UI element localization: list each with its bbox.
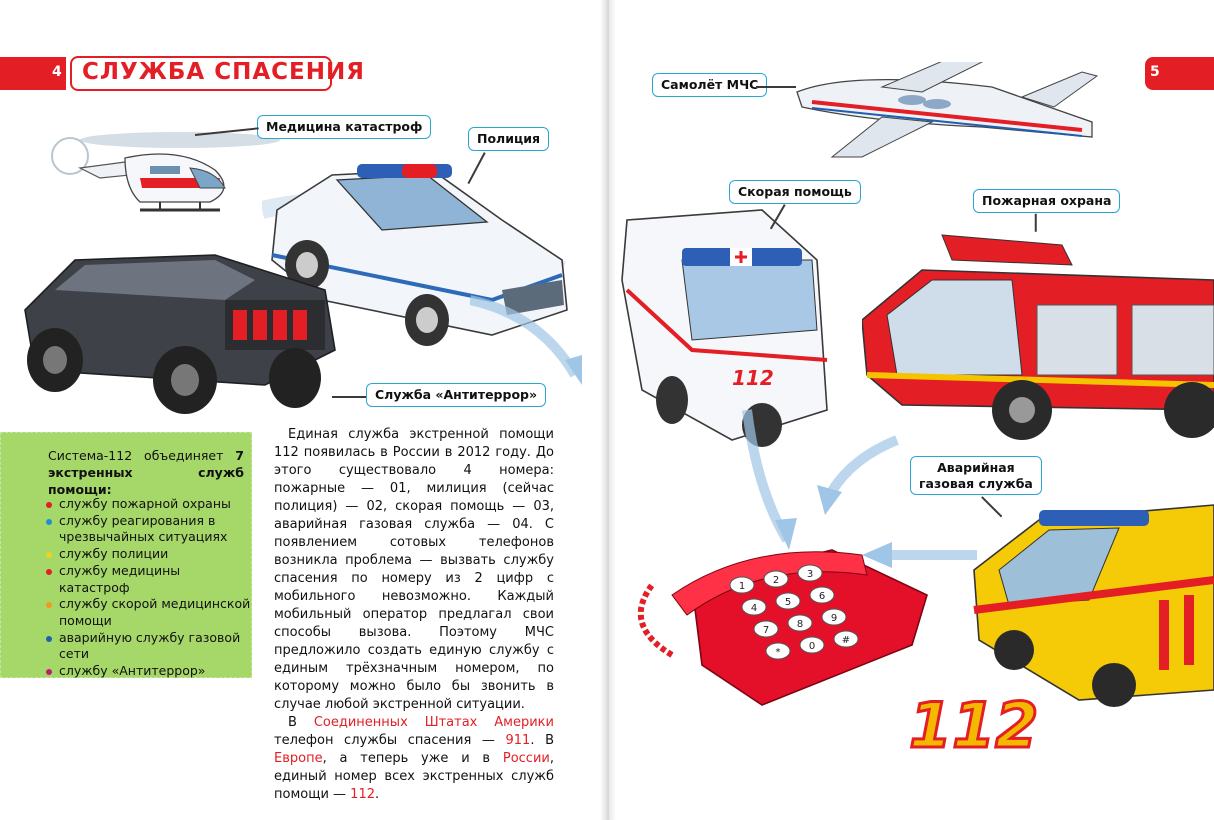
service-item-label: службу скорой медицинской помощи <box>59 596 251 628</box>
header-bar-right <box>1145 57 1214 90</box>
title-frame <box>70 56 332 91</box>
phone-key-label: 1 <box>739 581 745 592</box>
phone-key <box>799 636 825 654</box>
label-fire: Пожарная охрана <box>973 189 1121 213</box>
bullet-dot-icon <box>46 552 52 559</box>
header-bar-left <box>0 57 66 90</box>
phone-key <box>821 608 847 626</box>
left-page: 4 СЛУЖБА СПАСЕНИЯ <box>0 56 582 804</box>
right-page: 5 112 1 2 3 4 5 6 7 8 9 * 0 # <box>607 0 1214 820</box>
label-gas-line1: Аварийная <box>937 460 1015 475</box>
phone-key <box>775 592 801 610</box>
leader-line <box>756 86 796 88</box>
phone-key <box>833 630 859 648</box>
highlight-europe: Европе <box>274 751 323 766</box>
sidebar-intro-bold: 7 экстренных служб помощи: <box>48 448 244 497</box>
phone-key-label: 4 <box>751 603 757 614</box>
service-item-label: службу пожарной охраны <box>59 496 231 511</box>
phone-key-label: 3 <box>807 569 813 580</box>
page-number-left: 4 <box>52 64 62 80</box>
sidebar-intro: Система-112 объединяет 7 экстренных служ… <box>48 447 244 498</box>
phone-key-label: 6 <box>819 591 825 602</box>
service-item: службу «Антитеррор» <box>45 663 251 680</box>
armored-vehicle-illustration <box>24 254 336 414</box>
sidebar-intro-text: Система-112 объединяет <box>48 448 224 463</box>
text-span: телефон службы спасения — <box>274 733 506 748</box>
phone-key-label: 5 <box>785 597 791 608</box>
service-item: службу реагирования в чрезвычайных ситуа… <box>45 513 251 546</box>
label-ambulance: Скорая помощь <box>729 180 861 204</box>
ambulance-number: 112 <box>732 366 774 390</box>
police-car-illustration <box>262 164 568 346</box>
service-item: службу скорой медицинской помощи <box>45 596 251 629</box>
bullet-dot-icon <box>46 602 52 609</box>
bullet-dot-icon <box>46 518 52 525</box>
service-item: службу медицины катастроф <box>45 563 251 596</box>
label-antiterror: Служба «Антитеррор» <box>366 383 547 407</box>
big-112-text: 112 <box>909 689 1038 760</box>
label-aircraft: Самолёт МЧС <box>652 73 768 97</box>
phone-key <box>763 570 789 588</box>
service-item-label: службу полиции <box>59 546 169 562</box>
paragraph-2: В Соединенных Штатах Америки телефон слу… <box>274 714 554 804</box>
highlight-911: 911 <box>505 733 531 748</box>
phone-key-label: 7 <box>763 625 769 636</box>
text-span: . <box>375 787 380 802</box>
bullet-dot-icon <box>46 635 52 642</box>
phone-key-label: 8 <box>797 619 803 630</box>
helicopter-illustration <box>51 132 280 212</box>
page-title: СЛУЖБА СПАСЕНИЯ <box>82 59 365 85</box>
phone-key-label: * <box>776 647 781 658</box>
service-item: службу пожарной охраны <box>45 496 251 513</box>
main-text: Единая служба экстренной помощи 112 появ… <box>274 426 554 804</box>
paragraph-1: Единая служба экстренной помощи 112 появ… <box>274 427 554 712</box>
text-span: . В <box>530 733 554 748</box>
page-number-right: 5 <box>1150 64 1160 80</box>
label-medicine: Медицина катастроф <box>257 115 432 139</box>
label-gas-line2: газовая служба <box>919 475 1033 491</box>
service-item: службу полиции <box>45 546 251 563</box>
leader-line <box>332 396 366 398</box>
swoosh-arrows <box>742 409 899 550</box>
bullet-dot-icon <box>46 502 52 508</box>
label-police: Полиция <box>468 127 550 151</box>
text-span: , а теперь уже и в <box>322 751 503 766</box>
text-span: , единый номер всех экстренных служб пом… <box>274 751 554 802</box>
big-112-graphic: 112 <box>908 688 1040 761</box>
swoosh-arrow <box>862 542 977 568</box>
phone-keypad: 1 2 3 4 5 6 7 8 9 * 0 # <box>729 564 859 660</box>
swoosh-arrow <box>470 295 582 385</box>
service-item-label: службу реагирования в чрезвычайных ситуа… <box>59 512 228 545</box>
phone-key-label: 0 <box>809 641 815 652</box>
phone-key-label: 9 <box>831 613 837 624</box>
phone-key <box>765 642 791 660</box>
book-gutter <box>600 0 616 820</box>
phone-key <box>753 620 779 638</box>
service-item-label: аварийную службу газовой сети <box>59 629 241 662</box>
services-sidebar: Система-112 объединяет 7 экстренных служ… <box>0 432 252 678</box>
highlight-112: 112 <box>350 787 375 802</box>
phone-key-label: 2 <box>773 575 779 586</box>
service-item-label: службу медицины катастроф <box>59 562 181 595</box>
leader-line <box>1035 213 1037 232</box>
service-item-label: службу «Антитеррор» <box>59 663 206 679</box>
fire-truck-illustration <box>862 234 1214 440</box>
gas-van-illustration <box>973 504 1214 707</box>
phone-key <box>797 564 823 582</box>
highlight-russia: России <box>502 751 550 766</box>
bullet-dot-icon <box>46 669 52 676</box>
phone-key <box>809 586 835 604</box>
text-span: В <box>288 715 314 730</box>
label-gas: Аварийная газовая служба <box>910 456 1042 496</box>
phone-key <box>729 576 755 594</box>
bullet-dot-icon <box>46 568 52 575</box>
phone-illustration: 1 2 3 4 5 6 7 8 9 * 0 # <box>637 549 928 706</box>
phone-key <box>787 614 813 632</box>
service-item: аварийную службу газовой сети <box>45 630 251 663</box>
phone-key <box>741 598 767 616</box>
phone-key-label: # <box>842 635 850 646</box>
highlight-usa: Соединенных Штатах Америки <box>313 715 554 730</box>
plane-illustration <box>796 62 1099 158</box>
